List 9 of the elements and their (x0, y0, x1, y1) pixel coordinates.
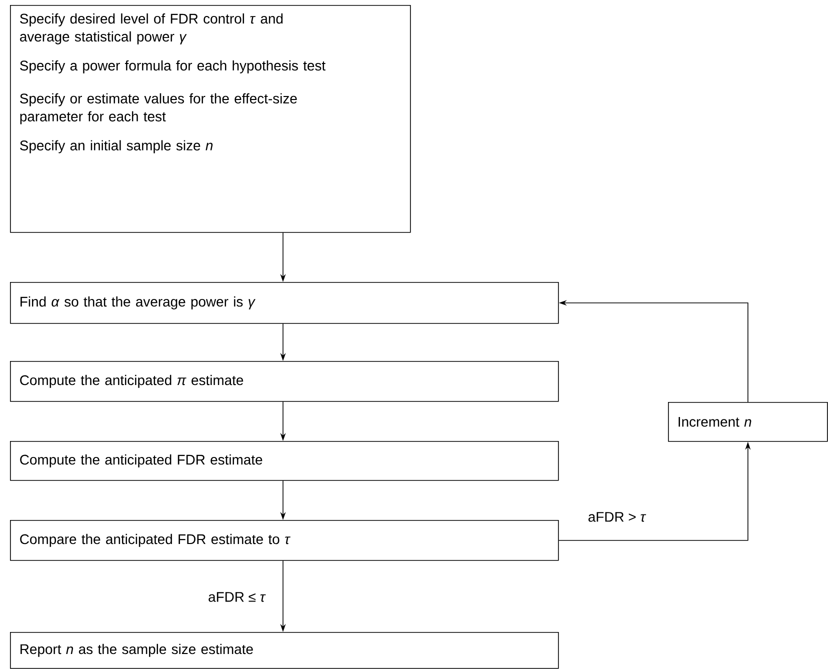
edge-label: aFDR ≤ τ (207, 591, 267, 603)
process-box: Compute the anticipated FDR estimate (10, 441, 559, 481)
process-box: Find α so that the average power is γ (10, 282, 559, 324)
process-box: Report n as the sample size estimate (10, 632, 559, 669)
process-box: Compare the anticipated FDR estimate to τ (10, 520, 559, 561)
edge-label: aFDR > τ (586, 511, 648, 523)
process-box: Compute the anticipated π estimate (10, 361, 559, 402)
step-list-box: Specify desired level of FDR control τ and average statistical power γ Specify a power formula for each hypothesis test Specify or estimate values for the effect-size parameter for each test Specify an initial sample size n (10, 5, 411, 233)
process-box: Increment n (668, 402, 828, 442)
